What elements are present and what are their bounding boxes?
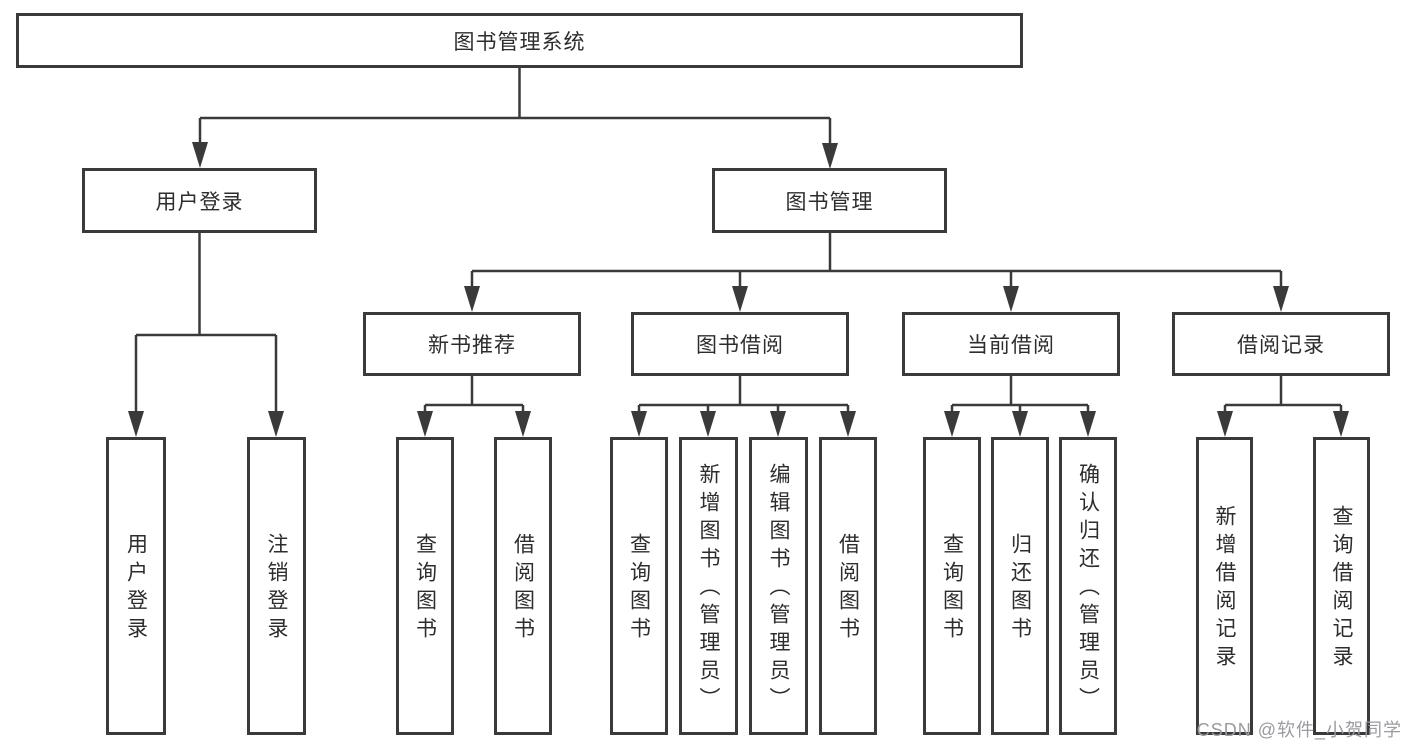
node-library-management-system: 图书管理系统 <box>16 13 1023 68</box>
leaf-confirm-return-admin: 确认归还（管理员） <box>1059 437 1117 735</box>
connector-userlogin-to-leaves <box>134 233 278 415</box>
node-label: 新书推荐 <box>428 334 516 357</box>
node-user-login: 用户登录 <box>82 168 317 233</box>
node-new-book-recommendation: 新书推荐 <box>363 312 581 376</box>
arrowhead <box>1273 286 1289 312</box>
arrowheads <box>128 142 1349 437</box>
leaf-label: 确认归还（管理员） <box>1076 463 1100 715</box>
leaf-label: 查询图书 <box>627 533 651 645</box>
leaf-return-books: 归还图书 <box>991 437 1049 735</box>
arrowhead <box>1003 286 1019 312</box>
leaf-query-books-borrow: 查询图书 <box>610 437 668 735</box>
arrowhead <box>631 411 647 437</box>
node-book-borrowing: 图书借阅 <box>631 312 849 376</box>
arrowhead <box>822 143 838 169</box>
connector-newbook-to-leaves <box>423 376 525 415</box>
leaf-label: 归还图书 <box>1008 533 1032 645</box>
arrowhead <box>268 411 284 437</box>
arrowhead <box>1080 411 1096 437</box>
arrowhead <box>732 286 748 312</box>
arrowhead <box>944 411 960 437</box>
connector-root-to-level2 <box>198 68 832 147</box>
connector-bookmgmt-to-level3 <box>470 233 1283 290</box>
arrowhead <box>128 411 144 437</box>
node-label: 借阅记录 <box>1237 334 1325 357</box>
arrowhead <box>840 411 856 437</box>
arrowhead <box>700 411 716 437</box>
leaf-add-borrow-record: 新增借阅记录 <box>1196 437 1253 735</box>
node-book-management: 图书管理 <box>712 168 947 233</box>
leaf-borrow-books-recommend: 借阅图书 <box>494 437 552 735</box>
node-label: 图书管理 <box>785 190 874 214</box>
leaf-label: 借阅图书 <box>836 533 860 645</box>
leaf-borrow-books: 借阅图书 <box>819 437 877 735</box>
leaf-label: 注销登录 <box>265 533 288 645</box>
csdn-watermark: CSDN @软件_小贺同学 <box>1196 720 1402 740</box>
arrowhead <box>192 142 208 168</box>
leaf-user-login: 用户登录 <box>106 437 166 735</box>
arrowhead <box>515 411 531 437</box>
node-label: 用户登录 <box>155 190 244 214</box>
leaf-label: 新增图书（管理员） <box>697 463 720 715</box>
leaf-label: 新增借阅记录 <box>1213 505 1236 673</box>
leaf-query-borrow-record: 查询借阅记录 <box>1313 437 1370 735</box>
arrowhead <box>770 411 786 437</box>
leaf-label: 用户登录 <box>124 533 148 645</box>
node-label: 当前借阅 <box>967 334 1055 357</box>
leaf-edit-books-admin: 编辑图书（管理员） <box>749 437 808 735</box>
leaf-logout: 注销登录 <box>247 437 306 735</box>
leaf-add-books-admin: 新增图书（管理员） <box>679 437 738 735</box>
leaf-label: 查询图书 <box>940 533 964 645</box>
connector-records-to-leaves <box>1223 376 1343 415</box>
node-label: 图书借阅 <box>696 334 784 357</box>
leaf-query-books-recommend: 查询图书 <box>396 437 454 735</box>
connector-currentborrow-to-leaves <box>950 376 1090 415</box>
arrowhead <box>1217 411 1233 437</box>
arrowhead <box>464 286 480 312</box>
leaf-label: 借阅图书 <box>511 533 535 645</box>
leaf-query-books-current: 查询图书 <box>923 437 981 735</box>
arrowhead <box>417 411 433 437</box>
node-current-borrowing: 当前借阅 <box>902 312 1120 376</box>
node-borrowing-records: 借阅记录 <box>1172 312 1390 376</box>
arrowhead <box>1012 411 1028 437</box>
connector-bookborrow-to-leaves <box>637 376 850 415</box>
leaf-label: 查询图书 <box>413 533 437 645</box>
arrowhead <box>1333 411 1349 437</box>
leaf-label: 查询借阅记录 <box>1330 505 1353 673</box>
leaf-label: 编辑图书（管理员） <box>767 463 790 715</box>
node-label: 图书管理系统 <box>453 30 586 54</box>
